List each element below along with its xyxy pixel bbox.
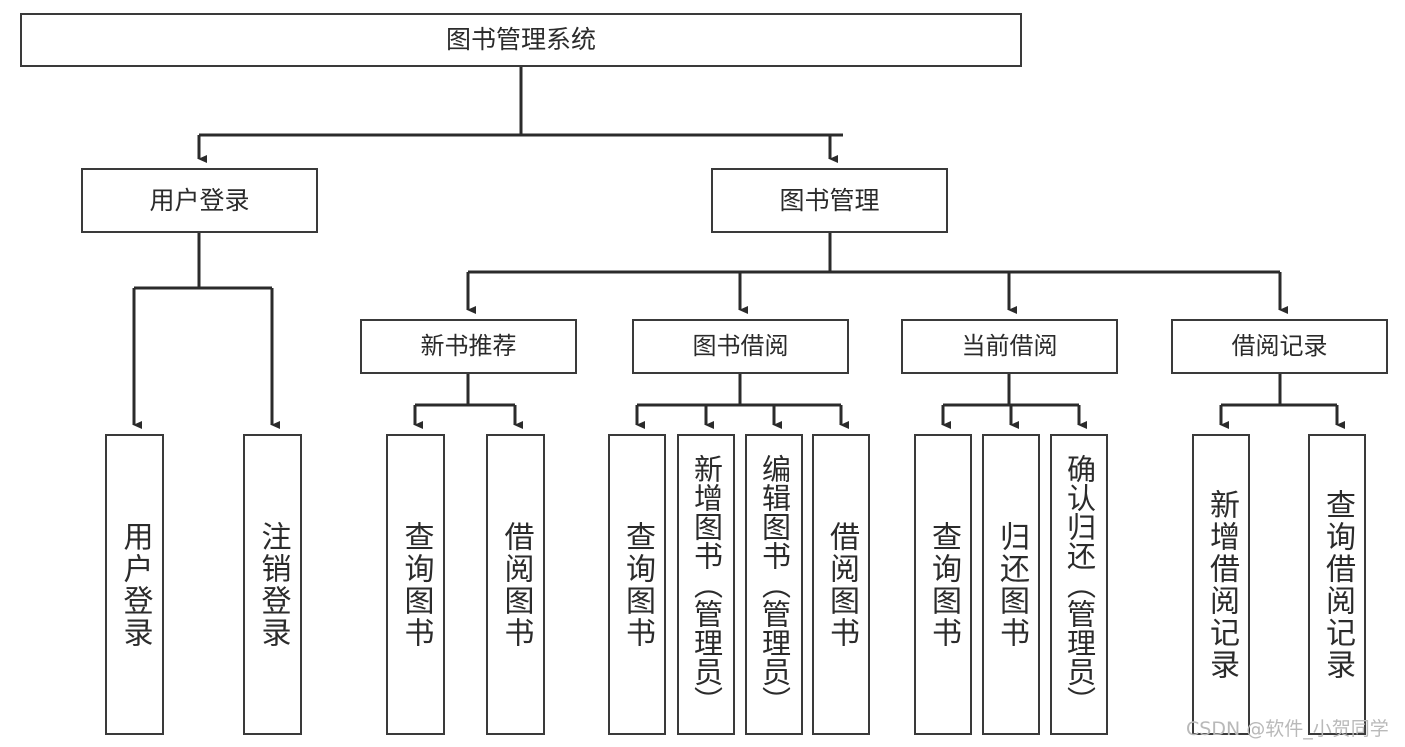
leaf-current-borrow-query-book[interactable]: 查询图书 — [914, 434, 972, 735]
node-label: 图书管理 — [779, 185, 880, 215]
node-label: 查询借阅记录 — [1320, 488, 1355, 681]
node-user-login[interactable]: 用户登录 — [81, 168, 318, 233]
node-label: 注销登录 — [255, 520, 291, 649]
leaf-book-borrow-query-book[interactable]: 查询图书 — [608, 434, 666, 735]
node-label: 查询图书 — [398, 520, 434, 649]
node-current-borrow[interactable]: 当前借阅 — [901, 319, 1118, 374]
leaf-user-login-logout[interactable]: 注销登录 — [243, 434, 302, 735]
node-label: 图书借阅 — [692, 332, 789, 361]
node-label: 当前借阅 — [961, 332, 1058, 361]
leaf-borrow-record-query-record[interactable]: 查询借阅记录 — [1308, 434, 1366, 735]
node-root-book-management-system[interactable]: 图书管理系统 — [20, 13, 1022, 67]
leaf-current-borrow-confirm-return-admin[interactable]: 确认归还（管理员） — [1050, 434, 1108, 735]
node-label: 用户登录 — [117, 520, 153, 649]
node-book-management[interactable]: 图书管理 — [711, 168, 948, 233]
node-label: 新书推荐 — [420, 332, 517, 361]
leaf-book-borrow-edit-book-admin[interactable]: 编辑图书（管理员） — [745, 434, 803, 735]
leaf-new-book-borrow-book[interactable]: 借阅图书 — [486, 434, 545, 735]
leaf-borrow-record-add-record[interactable]: 新增借阅记录 — [1192, 434, 1250, 735]
node-label: 编辑图书（管理员） — [757, 454, 792, 715]
node-label: 用户登录 — [149, 185, 250, 215]
leaf-book-borrow-borrow-book[interactable]: 借阅图书 — [812, 434, 870, 735]
leaf-user-login-login[interactable]: 用户登录 — [105, 434, 164, 735]
node-label: 新增借阅记录 — [1204, 488, 1239, 681]
node-label: 查询图书 — [620, 520, 655, 649]
node-borrow-record[interactable]: 借阅记录 — [1171, 319, 1388, 374]
leaf-current-borrow-return-book[interactable]: 归还图书 — [982, 434, 1040, 735]
node-label: 图书管理系统 — [445, 25, 596, 55]
node-label: 查询图书 — [926, 520, 961, 649]
node-book-borrow[interactable]: 图书借阅 — [632, 319, 849, 374]
leaf-new-book-query-book[interactable]: 查询图书 — [386, 434, 445, 735]
node-label: 确认归还（管理员） — [1062, 454, 1097, 715]
node-label: 借阅记录 — [1231, 332, 1328, 361]
node-label: 归还图书 — [994, 520, 1029, 649]
node-label: 新增图书（管理员） — [689, 454, 724, 715]
node-label: 借阅图书 — [824, 520, 859, 649]
node-label: 借阅图书 — [498, 520, 534, 649]
leaf-book-borrow-add-book-admin[interactable]: 新增图书（管理员） — [677, 434, 735, 735]
node-new-book-recommend[interactable]: 新书推荐 — [360, 319, 577, 374]
